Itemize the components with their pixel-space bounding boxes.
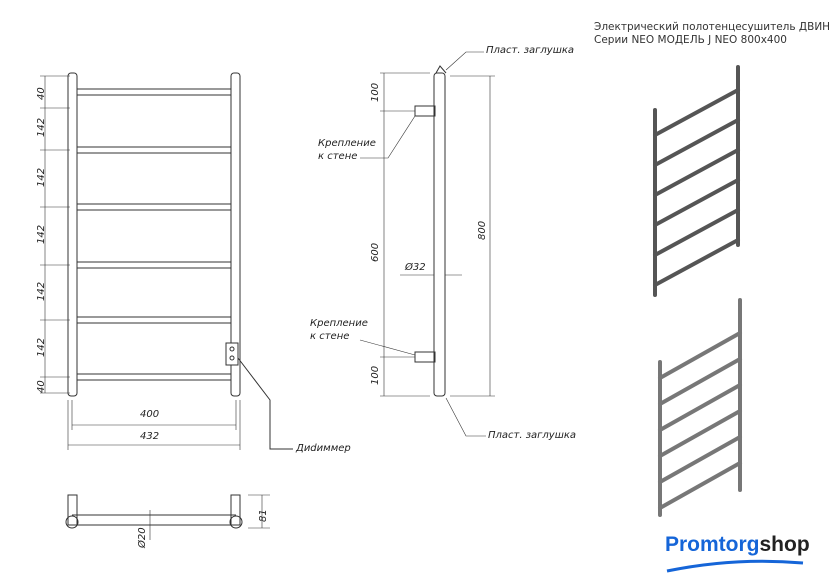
logo-part-2: shop xyxy=(759,533,810,556)
cap-top-label: Пласт. заглушка xyxy=(486,45,575,56)
dim-400: 400 xyxy=(140,409,160,420)
dim-vertical: 142 xyxy=(36,337,47,357)
side-view xyxy=(359,51,495,437)
mount-top-l2: к стене xyxy=(318,151,358,162)
rung-3d xyxy=(653,88,740,137)
rung-3d xyxy=(653,148,740,197)
mount-bottom-l1: Крепление xyxy=(310,318,368,329)
rung xyxy=(77,146,231,154)
rung-3d xyxy=(658,383,742,432)
rung-3d xyxy=(653,178,740,227)
rung xyxy=(77,203,231,211)
promtorgshop-logo[interactable]: Promtorgshop xyxy=(665,533,810,573)
dimmer-label: Диdиммер xyxy=(296,443,351,454)
logo-part-1: Promtorg xyxy=(665,533,760,556)
dim-100-bottom: 100 xyxy=(370,365,381,385)
dim-vertical: 142 xyxy=(36,167,47,187)
rung-3d xyxy=(653,238,740,287)
rung-3d xyxy=(658,409,742,458)
dim-100-top: 100 xyxy=(370,82,381,102)
rung xyxy=(77,88,231,96)
title-line-1: Электрический полотенцесушитель ДВИН xyxy=(594,21,831,33)
dim-vertical: 142 xyxy=(36,281,47,301)
rung-3d xyxy=(653,208,740,257)
rung-3d xyxy=(658,331,742,380)
title-line-2: Серии NEO МОДЕЛЬ J NEO 800x400 xyxy=(594,34,787,46)
dim-d32: Ø32 xyxy=(405,262,426,273)
rung xyxy=(77,316,231,324)
dim-81: 81 xyxy=(258,509,269,522)
rail-3d-lower xyxy=(658,298,742,517)
cap-bottom-label: Пласт. заглушка xyxy=(488,430,577,441)
mount-top-l1: Крепление xyxy=(318,138,376,149)
rung-3d xyxy=(658,357,742,406)
dim-vertical: 142 xyxy=(36,117,47,137)
rail-3d-upper xyxy=(653,65,740,297)
dim-800: 800 xyxy=(477,220,488,240)
dim-432: 432 xyxy=(140,431,160,442)
dim-vertical: 40 xyxy=(36,87,47,100)
rung-3d xyxy=(658,461,742,510)
front-view xyxy=(40,72,293,450)
rung xyxy=(77,261,231,269)
dim-d20: Ø20 xyxy=(137,527,148,548)
dim-vertical: 142 xyxy=(36,224,47,244)
logo-swoosh xyxy=(666,559,804,573)
rung xyxy=(77,373,231,381)
dim-600: 600 xyxy=(370,242,381,262)
rung-3d xyxy=(658,435,742,484)
mount-bottom-l2: к стене xyxy=(310,331,350,342)
dim-vertical: 40 xyxy=(36,380,47,393)
top-view xyxy=(65,494,270,540)
rung-3d xyxy=(653,118,740,167)
